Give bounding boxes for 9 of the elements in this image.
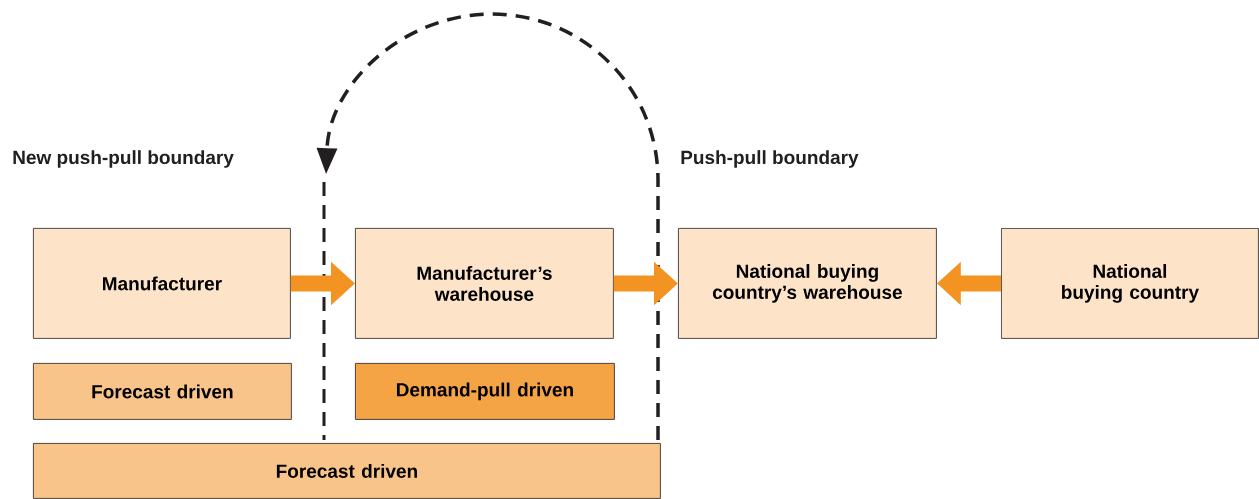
driver-band: Forecast driven <box>33 363 292 420</box>
process-box: National buying country <box>1001 228 1259 339</box>
boundary-label: New push-pull boundary <box>13 150 234 168</box>
process-box: Manufacturer <box>33 228 291 339</box>
boundary-label: Push-pull boundary <box>681 150 859 168</box>
driver-band: Forecast driven <box>33 443 661 499</box>
driver-band: Demand-pull driven <box>355 363 615 420</box>
process-box: National buying country’s warehouse <box>678 228 937 339</box>
process-box: Manufacturer’s warehouse <box>355 228 614 339</box>
